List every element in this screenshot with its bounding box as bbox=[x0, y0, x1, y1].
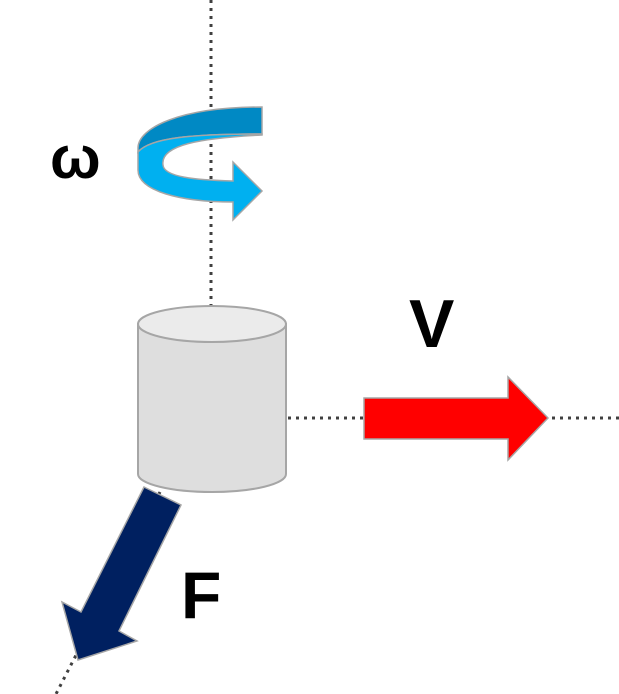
cylinder-top bbox=[137, 305, 287, 343]
velocity-label: V bbox=[409, 286, 455, 362]
curved-arrow-band-light bbox=[137, 133, 264, 222]
curved-arrow-icon bbox=[137, 106, 264, 222]
cylinder-side bbox=[137, 323, 287, 493]
down-left-arrow-icon bbox=[60, 486, 183, 661]
cylinder-icon bbox=[137, 305, 287, 493]
force-label: F bbox=[181, 558, 222, 632]
angular-velocity-label: ω bbox=[50, 124, 101, 191]
right-arrow-icon bbox=[363, 375, 550, 462]
